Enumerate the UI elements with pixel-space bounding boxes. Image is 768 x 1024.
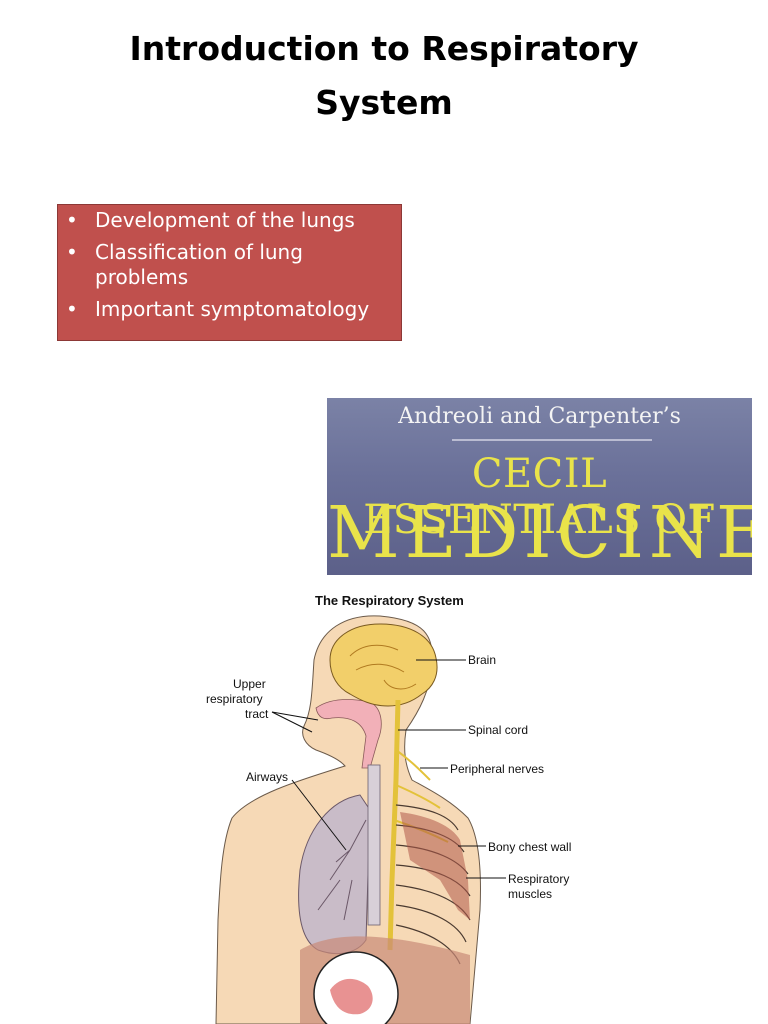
topic-item: Classification of lung problems	[66, 240, 391, 290]
label-muscles-1: Respiratory	[508, 872, 569, 886]
topics-list: Development of the lungs Classification …	[66, 208, 391, 322]
label-upper-tract-3: tract	[245, 707, 269, 721]
book-cover-image: Andreoli and Carpenter’s CECIL ESSENTIAL…	[327, 398, 752, 575]
topic-item: Development of the lungs	[66, 208, 391, 233]
upper-respiratory-tract	[315, 699, 382, 769]
book-authors: Andreoli and Carpenter’s	[398, 404, 681, 429]
topic-item: Important symptomatology	[66, 297, 391, 322]
label-peripheral-nerves: Peripheral nerves	[450, 762, 544, 776]
label-upper-tract-2: respiratory	[206, 692, 263, 706]
slide-title-line-2: System	[315, 83, 453, 122]
label-muscles-2: muscles	[508, 887, 552, 901]
label-spinal-cord: Spinal cord	[468, 723, 528, 737]
slide-title: Introduction to Respiratory System	[0, 22, 768, 130]
topics-box: Development of the lungs Classification …	[57, 204, 402, 341]
trachea	[367, 764, 381, 926]
respiratory-system-diagram: The Respiratory System Brain U	[206, 593, 571, 1024]
label-chest-wall: Bony chest wall	[488, 840, 571, 854]
label-airways: Airways	[246, 770, 288, 784]
book-divider	[452, 439, 652, 441]
diagram-title: The Respiratory System	[315, 593, 464, 608]
label-brain: Brain	[468, 653, 496, 667]
label-upper-tract-1: Upper	[233, 677, 266, 691]
slide-title-line-1: Introduction to Respiratory	[129, 29, 639, 68]
spinal-cord	[387, 699, 401, 951]
respiratory-muscles	[400, 812, 470, 920]
book-title-line-2: MEDICINE	[327, 491, 752, 574]
book-title-line-1: CECIL ESSENTIALS OF	[363, 451, 716, 543]
